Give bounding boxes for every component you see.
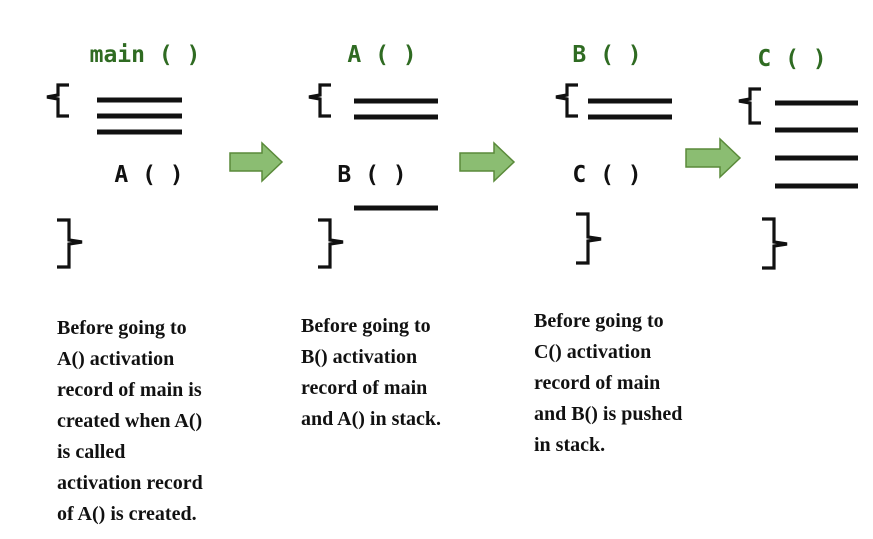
stage-a-open-brace xyxy=(308,83,331,118)
caption-line: Before going to xyxy=(301,315,431,337)
stage-b: B ( ) C ( ) xyxy=(555,42,672,265)
stage-main-close-brace xyxy=(57,218,83,269)
caption-line: record of main xyxy=(301,377,428,399)
stage-b-call-label: C ( ) xyxy=(572,162,641,188)
stage-main: main ( ) A ( ) xyxy=(46,42,201,269)
caption-line: record of main is xyxy=(57,379,202,401)
caption-line: record of main xyxy=(534,372,661,394)
stage-main-caption: Before going to A() activation record of… xyxy=(57,313,203,530)
caption-line: A() activation xyxy=(57,348,175,370)
stage-c-close-brace xyxy=(762,217,788,270)
caption-line: activation record xyxy=(57,472,203,494)
stage-b-open-brace xyxy=(555,83,578,118)
stage-a-caption: Before going to B() activation record of… xyxy=(301,311,441,435)
stage-main-call-label: A ( ) xyxy=(114,162,183,188)
stage-b-caption: Before going to C() activation record of… xyxy=(534,306,682,461)
caption-line: of A() is created. xyxy=(57,503,197,525)
right-arrow-icon xyxy=(459,141,516,183)
caption-line: C() activation xyxy=(534,341,652,363)
stage-main-open-brace xyxy=(46,83,69,118)
stage-c-open-brace xyxy=(738,87,761,125)
stage-a-title: A ( ) xyxy=(347,42,416,68)
caption-line: Before going to xyxy=(57,317,187,339)
stage-c-title: C ( ) xyxy=(757,46,826,72)
stage-c: C ( ) xyxy=(738,46,858,270)
stage-a-close-brace xyxy=(318,218,344,269)
stage-a: A ( ) B ( ) xyxy=(308,42,438,269)
right-arrow-icon xyxy=(229,141,284,183)
right-arrow-icon xyxy=(685,137,742,179)
caption-line: created when A() xyxy=(57,410,203,432)
caption-line: Before going to xyxy=(534,310,664,332)
caption-line: and B() is pushed xyxy=(534,403,683,425)
caption-line: in stack. xyxy=(534,434,606,456)
caption-line: and A() in stack. xyxy=(301,408,442,430)
caption-line: B() activation xyxy=(301,346,418,368)
stage-a-call-label: B ( ) xyxy=(337,162,406,188)
stage-b-close-brace xyxy=(576,212,602,265)
stage-main-title: main ( ) xyxy=(90,42,201,68)
caption-line: is called xyxy=(57,441,126,463)
stage-b-title: B ( ) xyxy=(572,42,641,68)
